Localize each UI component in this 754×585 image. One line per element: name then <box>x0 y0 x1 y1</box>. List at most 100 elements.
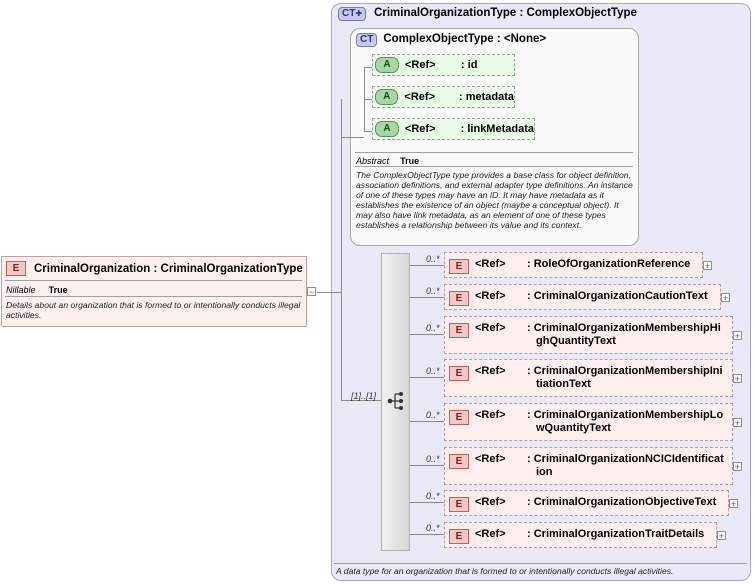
ref-label: <Ref> <box>405 59 436 71</box>
root-element-documentation: Details about an organization that is fo… <box>6 300 301 320</box>
property-key: Abstract <box>356 156 390 166</box>
outer-type-documentation: A data type for an organization that is … <box>336 566 674 576</box>
element-icon: E <box>449 291 469 306</box>
expand-toggle[interactable]: + <box>733 331 742 341</box>
child-connector <box>410 421 444 422</box>
child-connector <box>410 297 444 298</box>
expand-toggle[interactable]: + <box>733 418 742 428</box>
element-icon: E <box>6 261 26 276</box>
sequence-connector <box>341 400 381 401</box>
divider <box>334 563 747 564</box>
element-icon: E <box>449 366 469 381</box>
property-key: Nillable <box>6 285 36 295</box>
ref-label: <Ref> <box>404 123 436 135</box>
ref-label: <Ref> <box>404 91 435 103</box>
child-element-objective-text[interactable]: E<Ref>: CriminalOrganizationObjectiveTex… <box>444 490 729 516</box>
expand-toggle[interactable]: + <box>733 462 742 472</box>
element-icon: E <box>449 259 469 274</box>
occurrence-label: 0..* <box>426 454 440 464</box>
occurrence-label: 0..* <box>426 366 440 376</box>
property-value: True <box>400 156 420 166</box>
sequence-occurrence: [1]..[1] <box>351 391 377 401</box>
collapse-toggle[interactable]: − <box>307 287 316 297</box>
name-line: ion <box>536 466 553 478</box>
expand-toggle[interactable]: + <box>703 261 712 271</box>
child-element-membership-initiation-text[interactable]: E <Ref> : CriminalOrganizationMembershipIn… <box>444 359 733 397</box>
attribute-metadata[interactable]: A <Ref> : metadata <box>372 86 515 108</box>
expand-toggle[interactable]: + <box>733 374 742 384</box>
child-element-name: : RoleOfOrganizationReference <box>527 258 691 270</box>
ref-label: <Ref> <box>475 290 506 302</box>
base-type-documentation: The ComplexObjectType type provides a ba… <box>356 170 633 230</box>
expand-toggle[interactable]: + <box>717 531 726 541</box>
child-element-name: : CriminalOrganizationCautionText <box>527 290 708 302</box>
occurrence-label: 0..* <box>426 491 440 501</box>
root-element-title: E CriminalOrganization : CriminalOrganiz… <box>6 261 303 276</box>
name-line: tiationText <box>536 378 591 390</box>
child-connector <box>410 334 444 335</box>
element-icon: E <box>449 323 469 338</box>
child-element-membership-high-quantity-text[interactable]: E <Ref> : CriminalOrganizationMembershipHi… <box>444 316 733 354</box>
criminal-organization-element[interactable] <box>1 256 307 327</box>
attribute-icon: A <box>375 121 399 137</box>
attribute-id[interactable]: A <Ref> : id <box>372 54 515 76</box>
base-type-name: ComplexObjectType : <None> <box>383 33 547 45</box>
child-element-name: : CriminalOrganizationTraitDetails <box>527 528 705 540</box>
ref-label: <Ref> <box>475 496 506 508</box>
occurrence-label: 0..* <box>426 523 440 533</box>
ref-label: <Ref> <box>475 365 506 377</box>
expand-toggle[interactable]: + <box>721 293 730 303</box>
attr-connector <box>364 99 372 100</box>
child-connector <box>410 465 444 466</box>
divider <box>355 166 633 167</box>
divider <box>5 280 302 281</box>
occurrence-label: 0..* <box>426 254 440 264</box>
attribute-link-metadata[interactable]: A <Ref> : linkMetadata <box>372 118 535 140</box>
attribute-icon: A <box>375 89 399 105</box>
attr-connector <box>364 131 372 132</box>
child-connector <box>410 534 444 535</box>
ref-label: <Ref> <box>475 409 506 421</box>
attribute-name: : metadata <box>458 91 514 103</box>
abstract-property: Abstract True <box>356 155 419 167</box>
expand-toggle[interactable]: + <box>729 499 738 509</box>
child-element-trait-details[interactable]: E <Ref> : CriminalOrganizationTraitDetails <box>444 522 717 548</box>
root-connector <box>317 292 341 293</box>
name-line: : CriminalOrganizationNCICIdentificat <box>527 453 724 465</box>
complex-type-icon: CT <box>356 33 378 47</box>
child-connector <box>410 377 444 378</box>
type-connector <box>341 137 364 138</box>
child-element-membership-low-quantity-text[interactable]: E<Ref>: CriminalOrganizationMembershipLo… <box>444 403 733 441</box>
ref-label: <Ref> <box>475 528 506 540</box>
ref-label: <Ref> <box>475 453 506 465</box>
child-element-role-of-organization-reference[interactable]: E<Ref>: RoleOfOrganizationReference <box>444 252 703 278</box>
child-element-ncic-identification[interactable]: E <Ref> : CriminalOrganizationNCICIdentifi… <box>444 447 733 485</box>
base-type-title: CT ComplexObjectType : <None> <box>356 33 546 47</box>
attribute-name: : linkMetadata <box>460 123 534 135</box>
name-line: ghQuantityText <box>536 335 616 347</box>
child-element-caution-text[interactable]: E <Ref> : CriminalOrganizationCautionText <box>444 284 721 310</box>
name-line: : CriminalOrganizationMembershipLo <box>527 409 724 421</box>
type-connector <box>341 99 342 401</box>
ref-label: <Ref> <box>475 322 506 334</box>
occurrence-label: 0..* <box>426 286 440 296</box>
outer-type-name: CriminalOrganizationType : ComplexObject… <box>374 7 637 19</box>
child-connector <box>410 265 444 266</box>
attr-connector <box>364 67 372 68</box>
attribute-name: : id <box>461 59 478 71</box>
root-element-name: CriminalOrganization : CriminalOrganizat… <box>34 262 303 275</box>
element-icon: E <box>449 529 469 544</box>
element-icon: E <box>449 497 469 512</box>
divider <box>5 296 302 297</box>
name-line: : CriminalOrganizationMembershipIni <box>527 365 723 377</box>
occurrence-label: 0..* <box>426 410 440 420</box>
property-value: True <box>48 285 68 295</box>
sequence-icon <box>387 392 403 410</box>
complex-type-icon: CT✚ <box>338 7 367 21</box>
occurrence-label: 0..* <box>426 323 440 333</box>
element-icon: E <box>449 454 469 469</box>
attribute-icon: A <box>375 57 399 73</box>
